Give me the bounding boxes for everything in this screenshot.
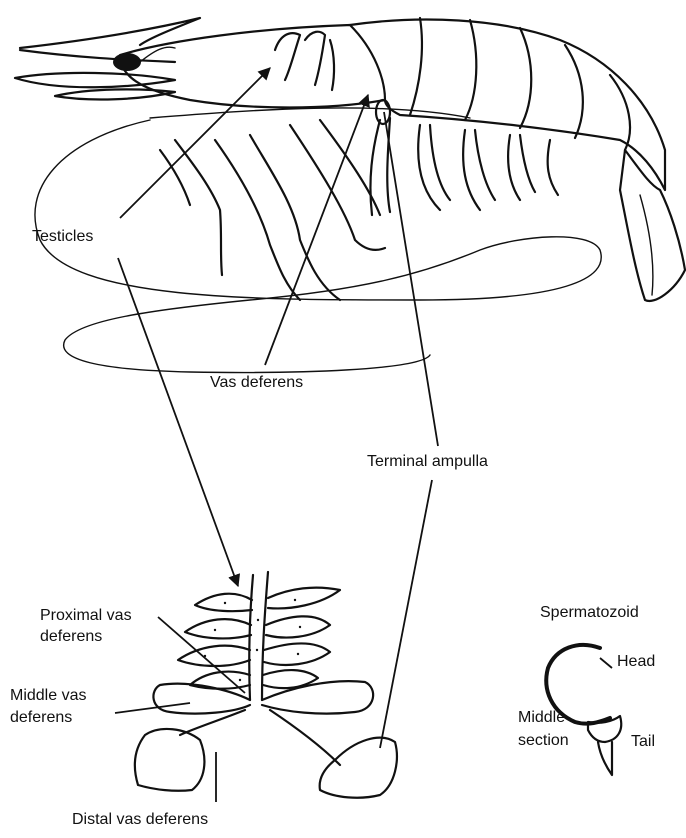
label-testicles: Testicles: [32, 227, 93, 247]
walking-leg: [175, 140, 222, 275]
pointer-terminal-ampulla-lower: [380, 480, 432, 748]
abdomen-segment: [465, 20, 476, 120]
label-head: Head: [617, 652, 655, 672]
abdomen-segment: [520, 28, 531, 128]
label-middle-section-line2: section: [518, 731, 569, 751]
walking-leg: [160, 150, 190, 205]
testis-lobe-right: [268, 588, 340, 609]
antenna: [35, 120, 601, 372]
distal-vas-deferens-right: [270, 710, 340, 765]
abdomen-segment: [410, 18, 422, 115]
pleopod: [418, 125, 450, 210]
testis-lobe-left: [185, 619, 251, 638]
pointer-middle-vas-deferens: [115, 703, 190, 713]
terminal-ampulla-left: [135, 729, 204, 791]
testis-central-stem: [249, 572, 268, 700]
uropod: [640, 195, 653, 295]
label-spermatozoid: Spermatozoid: [540, 603, 639, 623]
walking-leg: [215, 140, 300, 300]
maxilliped: [275, 32, 334, 90]
pointer-lines: [115, 68, 612, 802]
rostrum: [20, 18, 200, 62]
pointer-testicles-lower: [118, 258, 238, 586]
label-distal-vas-deferens: Distal vas deferens: [72, 810, 208, 830]
shrimp-illustration: [15, 18, 685, 372]
pleopod: [548, 140, 558, 195]
middle-vas-deferens-right: [262, 681, 373, 713]
pointer-vas-deferens: [265, 95, 368, 365]
pleopod: [508, 135, 535, 200]
pointer-proximal-vas-deferens: [158, 617, 245, 693]
antennal-scale: [15, 73, 175, 100]
terminal-ampulla-right: [320, 738, 397, 798]
label-proximal-vas-deferens-line1: Proximal vas: [40, 606, 132, 626]
abdomen-segment: [565, 45, 583, 138]
walking-leg: [250, 135, 340, 300]
terminal-ampulla-organ: [376, 100, 390, 124]
label-proximal-vas-deferens-line2: deferens: [40, 627, 102, 647]
label-tail: Tail: [631, 732, 655, 752]
testis-lobe-left: [195, 594, 252, 611]
testis-lobe-right: [266, 616, 330, 637]
pointer-head: [600, 658, 612, 668]
label-middle-vas-deferens-line2: deferens: [10, 708, 72, 728]
label-vas-deferens: Vas deferens: [210, 373, 303, 393]
testis-lobe-left: [178, 646, 250, 666]
label-middle-vas-deferens-line1: Middle vas: [10, 686, 86, 706]
eye: [113, 53, 141, 71]
label-terminal-ampulla: Terminal ampulla: [367, 452, 488, 472]
reproductive-system-illustration: [135, 572, 397, 798]
label-middle-section-line1: Middle: [518, 708, 565, 728]
spermatozoid-tail: [598, 742, 612, 775]
pleopod: [463, 130, 495, 210]
